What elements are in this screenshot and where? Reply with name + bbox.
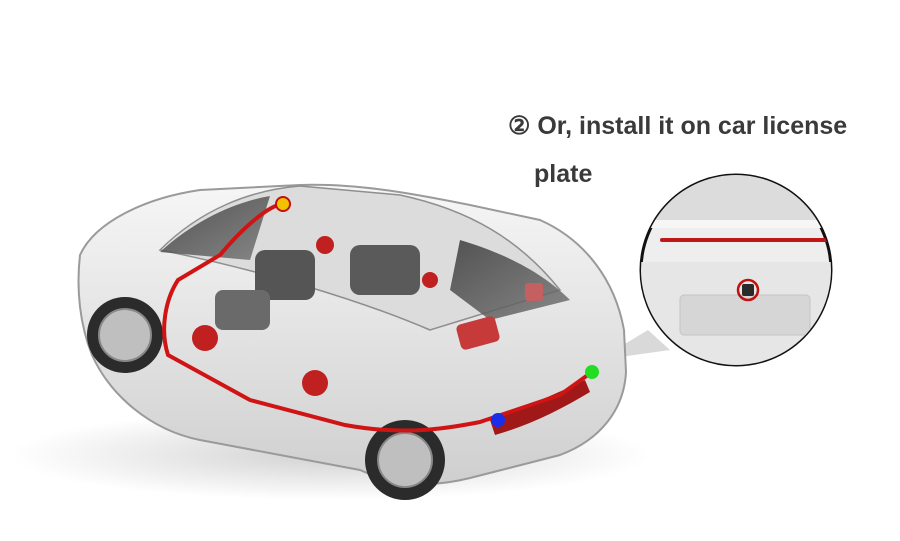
license-plate-area bbox=[679, 294, 811, 336]
camera-highlight-ring bbox=[736, 278, 760, 302]
car-cutaway-illustration bbox=[77, 183, 628, 500]
rear-seat bbox=[350, 245, 420, 295]
taillight-marker bbox=[491, 413, 505, 427]
wire-route bbox=[162, 202, 594, 433]
dashboard bbox=[215, 290, 270, 330]
install-caption: ② Or, install it on car license plate bbox=[508, 102, 888, 198]
caption-line-1: ② Or, install it on car license bbox=[508, 112, 848, 140]
front-seat bbox=[255, 250, 315, 300]
trunk-edge bbox=[641, 220, 831, 228]
trunk-lid bbox=[641, 175, 831, 220]
windshield bbox=[160, 196, 270, 260]
caption-line-2: plate bbox=[534, 160, 593, 188]
magnifier-callout bbox=[639, 173, 833, 367]
speaker-rear-door bbox=[302, 370, 328, 396]
plate-camera-marker bbox=[585, 365, 599, 379]
speaker-seat bbox=[316, 236, 334, 254]
front-rim bbox=[98, 308, 152, 362]
license-plate-camera-icon bbox=[742, 284, 754, 296]
brake-light-strip bbox=[660, 238, 830, 242]
speaker-rear-deck bbox=[422, 272, 438, 288]
speaker-front-door bbox=[192, 325, 218, 351]
rear-rim bbox=[377, 432, 433, 488]
amplifier bbox=[525, 283, 543, 301]
dash-cam-marker bbox=[275, 196, 291, 212]
subwoofer bbox=[456, 316, 500, 350]
